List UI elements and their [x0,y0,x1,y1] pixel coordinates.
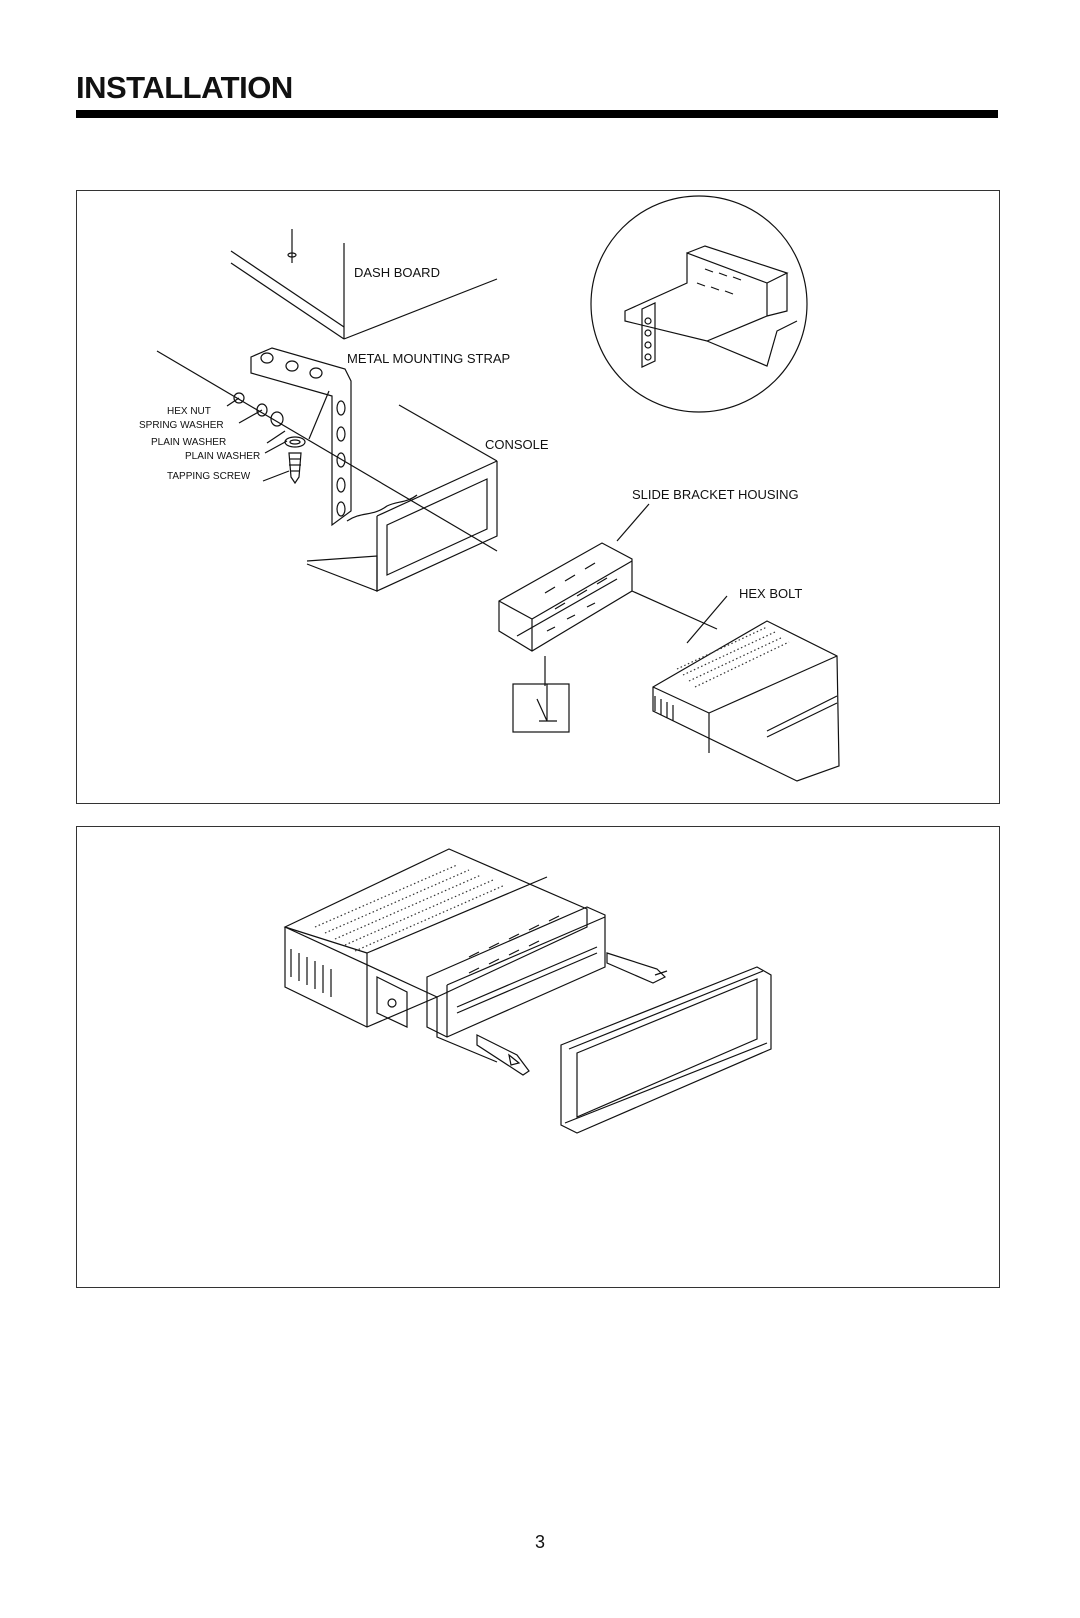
metal-mounting-strap-label: METAL MOUNTING STRAP [347,351,510,366]
page-number: 3 [534,1532,545,1552]
hex-nut-label: HEX NUT [167,406,211,417]
hex-bolt-label: HEX BOLT [739,586,802,601]
installation-diagram-panel: DASH BOARD METAL MOUNTING STRAP HEX NUT … [76,190,1000,804]
hardware-stack-drawing [156,350,498,552]
spring-washer-label: SPRING WASHER [139,420,224,431]
console-drawing [306,404,498,592]
removal-diagram [283,848,772,1134]
plain-washer-label-1: PLAIN WASHER [151,437,226,448]
installation-diagram: DASH BOARD METAL MOUNTING STRAP HEX NUT … [139,195,840,782]
plain-washer-label-2: PLAIN WASHER [185,451,260,462]
radio-unit-front-drawing [283,848,606,1063]
radio-unit-drawing [631,590,840,782]
tapping-screw-label: TAPPING SCREW [167,471,251,482]
trim-ring-drawing [560,966,772,1134]
slide-bracket-housing-label: SLIDE BRACKET HOUSING [632,487,799,502]
title-rule [76,110,998,118]
metal-mounting-strap-drawing [250,347,352,527]
release-key-right-drawing [606,952,668,984]
page-title: INSTALLATION [76,70,293,105]
dash-board-label: DASH BOARD [354,265,440,280]
slide-bracket-housing-drawing [498,503,650,733]
removal-diagram-panel [76,826,1000,1288]
console-label: CONSOLE [485,437,549,452]
dash-board-drawing [230,229,498,340]
release-key-left-drawing [476,1034,530,1076]
detail-circle-drawing [590,195,808,413]
